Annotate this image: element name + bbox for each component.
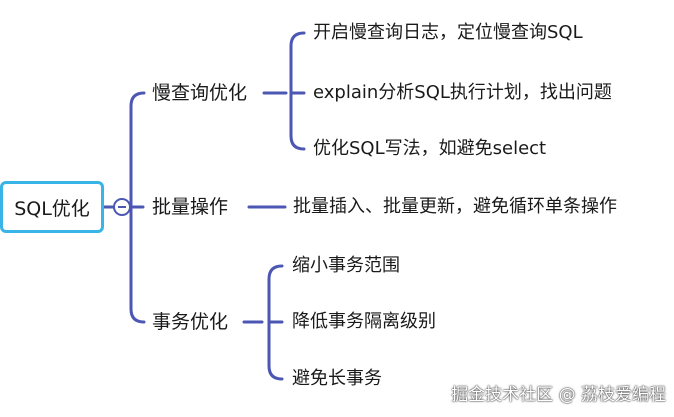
branch-slow-trunk xyxy=(289,31,306,151)
leaf-rewrite-sql[interactable]: 优化SQL写法，如避免select xyxy=(313,138,547,159)
branch-slow-query[interactable]: 慢查询优化 xyxy=(152,82,248,104)
leaf-batch-insert[interactable]: 批量插入、批量更新，避免循环单条操作 xyxy=(293,196,617,217)
minus-circle-icon[interactable] xyxy=(113,198,131,216)
root-label: SQL优化 xyxy=(14,197,90,220)
leaf-explain[interactable]: explain分析SQL执行计划，找出问题 xyxy=(313,82,612,103)
leaf-narrow-scope[interactable]: 缩小事务范围 xyxy=(292,255,400,276)
watermark: 掘金技术社区 @ 荔枝爱编程 xyxy=(451,385,666,405)
leaf-slow-log[interactable]: 开启慢查询日志，定位慢查询SQL xyxy=(313,22,583,43)
root-node[interactable]: SQL优化 xyxy=(0,181,104,233)
branch-batch-ops[interactable]: 批量操作 xyxy=(152,196,229,218)
branch-transaction[interactable]: 事务优化 xyxy=(152,311,229,333)
leaf-lower-isolation[interactable]: 降低事务隔离级别 xyxy=(292,311,436,332)
leaf-avoid-long-tx[interactable]: 避免长事务 xyxy=(292,368,382,389)
